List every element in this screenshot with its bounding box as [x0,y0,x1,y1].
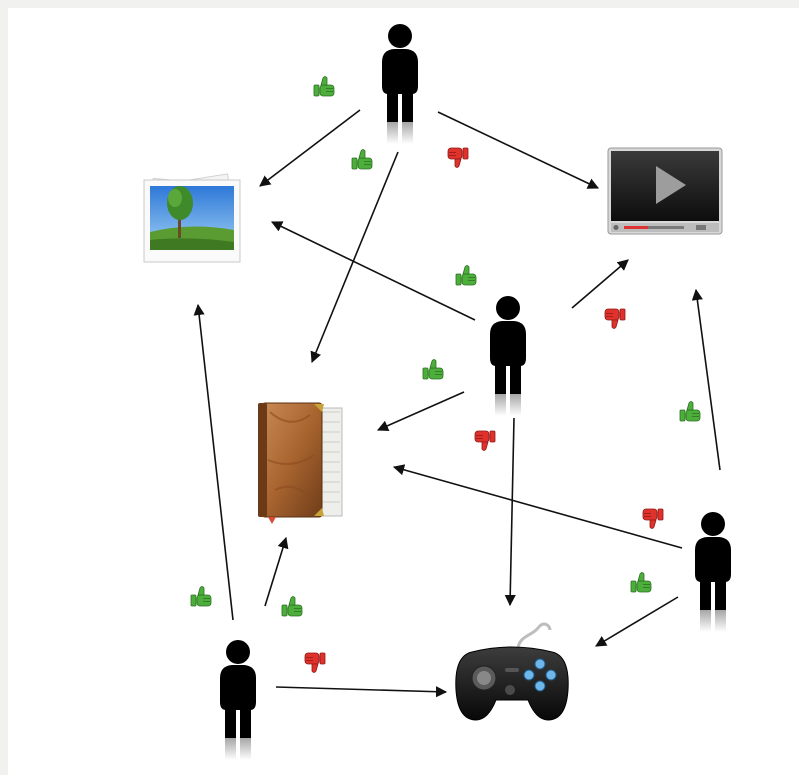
edge-arrow-user-bottom-left-to-photo [193,303,234,621]
thumbs-down-icon-user-top-video [447,147,469,168]
edge-arrow-user-bottom-left-to-gamepad [275,686,448,698]
edges-layer [193,109,721,698]
person-icon-user-middle [490,296,526,416]
thumbs-up-icon-user-bottom-left-book [281,596,303,617]
edge-arrow-user-middle-to-video [571,259,629,309]
edge-arrow-user-right-to-book [392,464,683,549]
edge-arrow-user-right-to-gamepad [595,596,679,647]
thumbs-up-icon-user-middle-book [422,359,444,380]
edge-arrow-user-bottom-left-to-book [264,536,289,607]
person-icon-user-top [382,24,418,144]
thumbs-down-icon-user-bottom-left-gamepad [304,652,326,673]
thumbs-down-icon-user-middle-gamepad [474,430,496,451]
thumbs-down-icon-user-right-book [642,508,664,529]
thumbs-down-icon-user-middle-video [604,308,626,329]
photo-stack-icon [143,173,241,263]
edge-arrow-user-top-to-photo [259,109,361,187]
video-player-icon [607,147,723,235]
edge-arrow-user-middle-to-book [376,391,465,432]
person-icon-user-right [695,512,731,632]
ratings-layer [190,76,701,673]
edge-arrow-user-right-to-video [691,288,721,471]
gamepad-icon [455,622,569,721]
thumbs-up-icon-user-top-book [351,149,373,170]
thumbs-up-icon-user-right-video [679,401,701,422]
edge-arrow-user-top-to-book [310,151,399,364]
book-icon [258,402,343,524]
thumbs-up-icon-user-middle-photo [455,265,477,286]
edge-arrow-user-top-to-video [437,111,600,189]
users-layer [220,24,731,760]
edge-arrow-user-middle-to-gamepad [504,417,516,607]
thumbs-up-icon-user-right-gamepad [630,572,652,593]
thumbs-up-icon-user-bottom-left-photo [190,586,212,607]
person-icon-user-bottom-left [220,640,256,760]
thumbs-up-icon-user-top-photo [313,76,335,97]
edge-arrow-user-middle-to-photo [270,221,476,321]
